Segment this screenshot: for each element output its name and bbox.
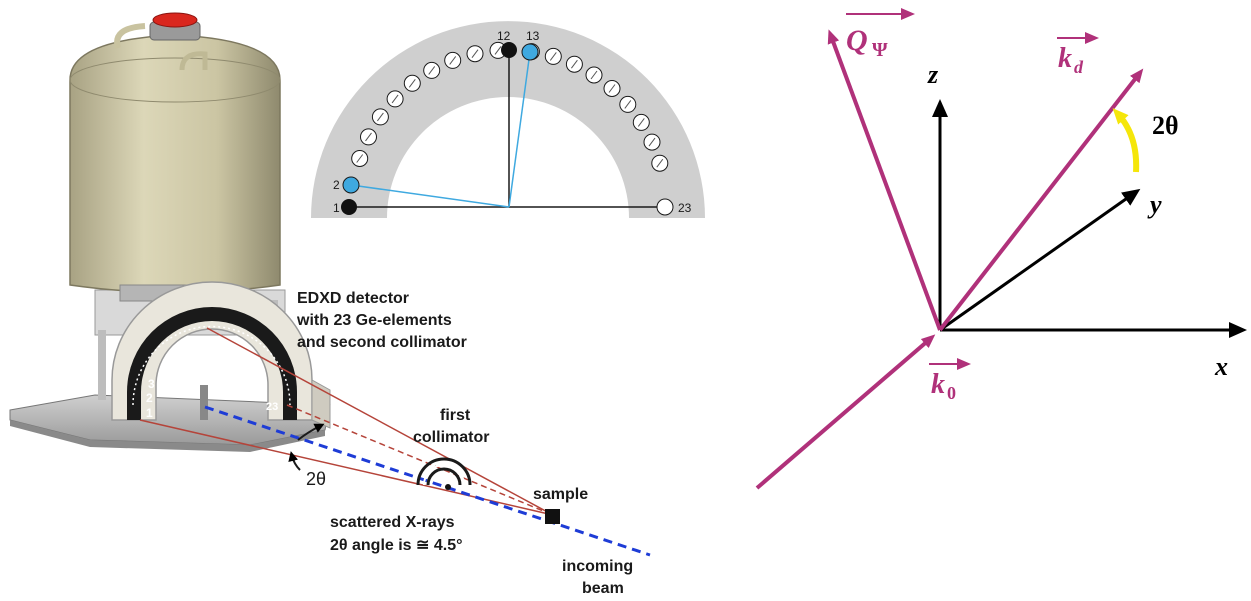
scatter-line-dashed: [286, 404, 554, 516]
ray-to-element-13: [508, 51, 531, 208]
detector-element-mark: [656, 158, 664, 168]
arch-number-1: 1: [146, 406, 153, 420]
kd-vector-label: k d: [1057, 32, 1099, 77]
detector-element-mark: [408, 79, 416, 88]
detector-housing: [111, 281, 331, 429]
dewar-tank: [69, 12, 281, 302]
kd-subscript: d: [1074, 57, 1084, 77]
detector-element-mark: [494, 46, 502, 55]
detector-element-mark: [590, 70, 598, 80]
detector-element-mark: [449, 56, 457, 65]
angle-arc-lower: [288, 451, 301, 471]
apparatus: 12 3 2 1 23 EDXD detector with 23 Ge-ele…: [9, 12, 651, 597]
arch-number-23: 23: [266, 401, 278, 413]
first-collimator-label: first collimator: [413, 407, 489, 446]
k0-vector-label: k 0: [929, 358, 971, 403]
incoming-beam-line: [204, 405, 651, 557]
element-12: [501, 42, 517, 58]
apparatus-angle-label: 2θ: [306, 469, 326, 489]
ray-to-element-2: [350, 184, 510, 208]
element-2: [342, 176, 360, 194]
q-subscript: Ψ: [872, 39, 888, 61]
angle-arc-upper: [297, 423, 325, 441]
element-1: [341, 199, 357, 215]
vector-diagram: z y x 2θ Q Ψ k d k 0: [755, 8, 1247, 490]
detector-element-mark: [608, 84, 616, 93]
label-2: 2: [333, 178, 340, 192]
incoming-beam-label: incoming beam: [562, 558, 638, 597]
support-leg-left: [98, 330, 106, 400]
angle-2theta-label: 2θ: [1152, 111, 1179, 140]
detector-element-mark: [571, 59, 578, 69]
detector-element-mark: [391, 94, 399, 104]
first-collimator: [416, 457, 472, 490]
axis-x-label: x: [1214, 352, 1228, 381]
axis-y-arrow: [939, 188, 1141, 332]
k0-subscript: 0: [947, 383, 956, 403]
scatter-line-upper: [206, 327, 554, 516]
element-13: [521, 43, 539, 61]
q-letter: Q: [846, 24, 868, 57]
element-23: [656, 198, 674, 216]
detector-element-mark: [471, 49, 479, 59]
kd-letter: k: [1058, 43, 1072, 74]
angle-2theta-arc: [1112, 108, 1140, 173]
k0-letter: k: [931, 369, 945, 400]
k0-vector-arrow: [755, 334, 936, 490]
q-vector-label: Q Ψ: [846, 8, 915, 61]
kd-vector-arrow: [938, 68, 1144, 332]
scattered-caption: scattered X-rays 2θ angle is ≅ 4.5°: [330, 514, 463, 554]
detector-element-mark: [648, 137, 656, 147]
detector-schematic: 1 2 12 13 23: [311, 21, 705, 218]
detector-element-mark: [356, 154, 364, 163]
q-vector-arrow: [827, 29, 942, 331]
detector-element-mark: [428, 66, 436, 75]
detector-element-mark: [624, 100, 632, 109]
detector-element-mark: [365, 132, 372, 142]
detector-element-mark: [549, 52, 557, 61]
label-1: 1: [333, 201, 340, 215]
axis-z-label: z: [927, 60, 939, 89]
base-plate-edge: [10, 420, 325, 452]
sample-block: [545, 509, 560, 524]
sample-label: sample: [533, 486, 588, 503]
detector-caption: EDXD detector with 23 Ge-elements and se…: [296, 290, 467, 351]
detector-arch: [311, 21, 705, 218]
arch-number-12: 12: [200, 336, 214, 350]
label-23: 23: [678, 201, 692, 215]
label-12: 12: [497, 29, 511, 43]
arch-number-3: 3: [148, 377, 155, 391]
label-13: 13: [526, 29, 540, 43]
detector-element-mark: [376, 112, 384, 122]
axis-y-label: y: [1147, 190, 1162, 219]
detector-element-mark: [637, 118, 645, 127]
arch-number-2: 2: [146, 391, 153, 405]
